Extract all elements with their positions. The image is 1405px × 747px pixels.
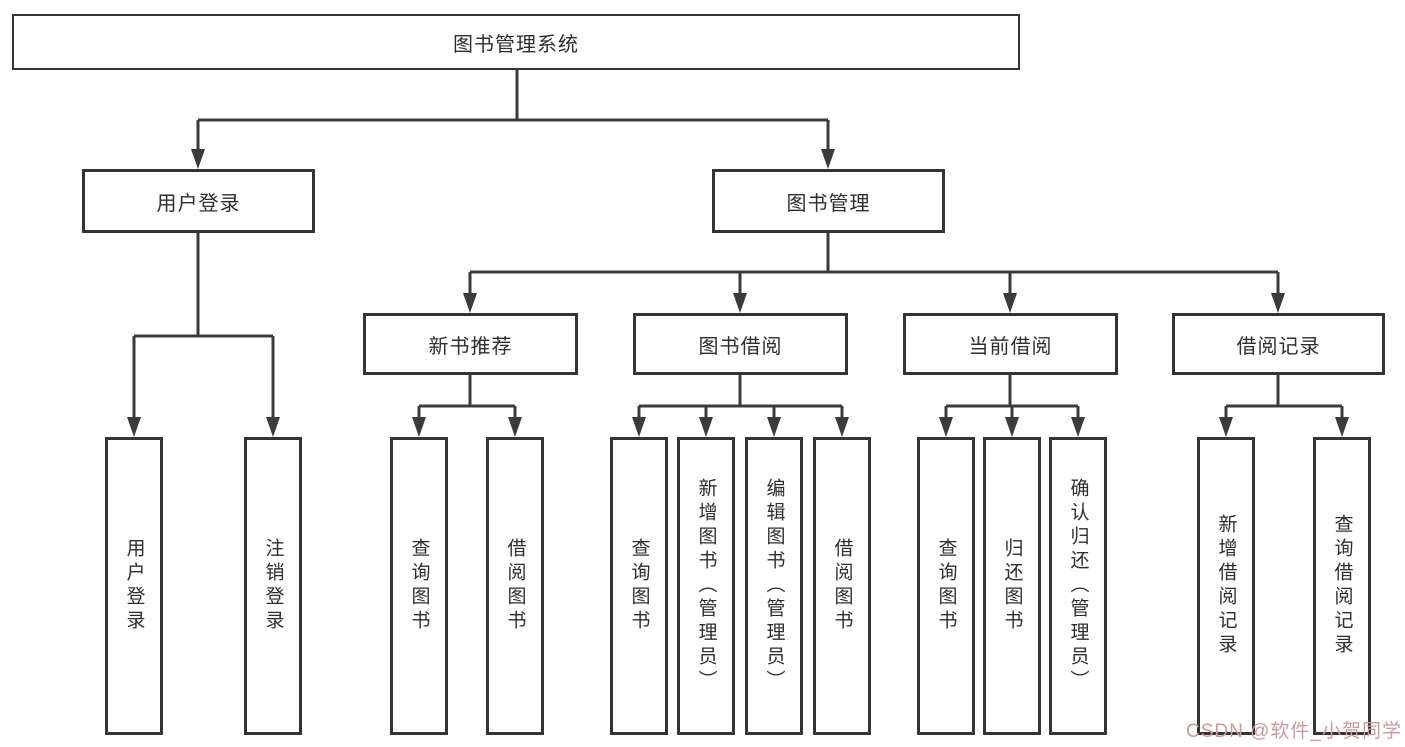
node-user-login: 用户登录 — [82, 169, 315, 233]
leaf-add-borrow-record: 新增借阅记录 — [1197, 437, 1255, 735]
leaf-logout: 注销登录 — [244, 437, 302, 735]
leaf-query-books-borrow: 查询图书 — [610, 437, 668, 735]
leaf-query-books-current: 查询图书 — [917, 437, 975, 735]
node-label: 新增借阅记录 — [1215, 514, 1237, 658]
leaf-borrow-books-recommend: 借阅图书 — [486, 437, 544, 735]
node-label: 图书管理系统 — [453, 33, 579, 56]
node-label: 用户登录 — [123, 538, 145, 634]
csdn-watermark: CSDN @软件_小贺同学 — [1186, 721, 1402, 742]
node-label: 用户登录 — [156, 192, 241, 215]
node-label: 新书推荐 — [428, 335, 513, 358]
node-label: 归还图书 — [1001, 538, 1023, 634]
node-label: 确认归还（管理员） — [1067, 478, 1089, 694]
node-label: 借阅图书 — [504, 538, 526, 634]
leaf-add-books-admin: 新增图书（管理员） — [677, 437, 735, 735]
node-label: 图书借阅 — [698, 335, 783, 358]
node-label: 编辑图书（管理员） — [763, 478, 785, 694]
node-borrow-records: 借阅记录 — [1172, 313, 1385, 375]
node-label: 借阅记录 — [1236, 335, 1321, 358]
node-current-borrow: 当前借阅 — [903, 313, 1118, 375]
leaf-borrow-books: 借阅图书 — [813, 437, 871, 735]
node-label: 注销登录 — [262, 538, 284, 634]
node-label: 图书管理 — [786, 192, 871, 215]
node-label: 查询借阅记录 — [1331, 514, 1353, 658]
leaf-user-login: 用户登录 — [105, 437, 163, 735]
connector-strokes — [132, 70, 1344, 419]
node-label: 查询图书 — [628, 538, 650, 634]
node-label: 当前借阅 — [968, 335, 1053, 358]
node-label: 查询图书 — [408, 538, 430, 634]
node-root-library-system: 图书管理系统 — [12, 14, 1020, 70]
node-new-book-recommend: 新书推荐 — [363, 313, 578, 375]
node-book-borrow: 图书借阅 — [633, 313, 848, 375]
node-label: 新增图书（管理员） — [695, 478, 717, 694]
arrowheads — [127, 149, 1349, 437]
node-label: 借阅图书 — [831, 538, 853, 634]
leaf-return-books: 归还图书 — [983, 437, 1041, 735]
leaf-query-books-recommend: 查询图书 — [390, 437, 448, 735]
leaf-confirm-return-admin: 确认归还（管理员） — [1049, 437, 1107, 735]
node-label: 查询图书 — [935, 538, 957, 634]
leaf-edit-books-admin: 编辑图书（管理员） — [745, 437, 803, 735]
node-book-management: 图书管理 — [712, 169, 945, 233]
leaf-query-borrow-record: 查询借阅记录 — [1313, 437, 1371, 735]
